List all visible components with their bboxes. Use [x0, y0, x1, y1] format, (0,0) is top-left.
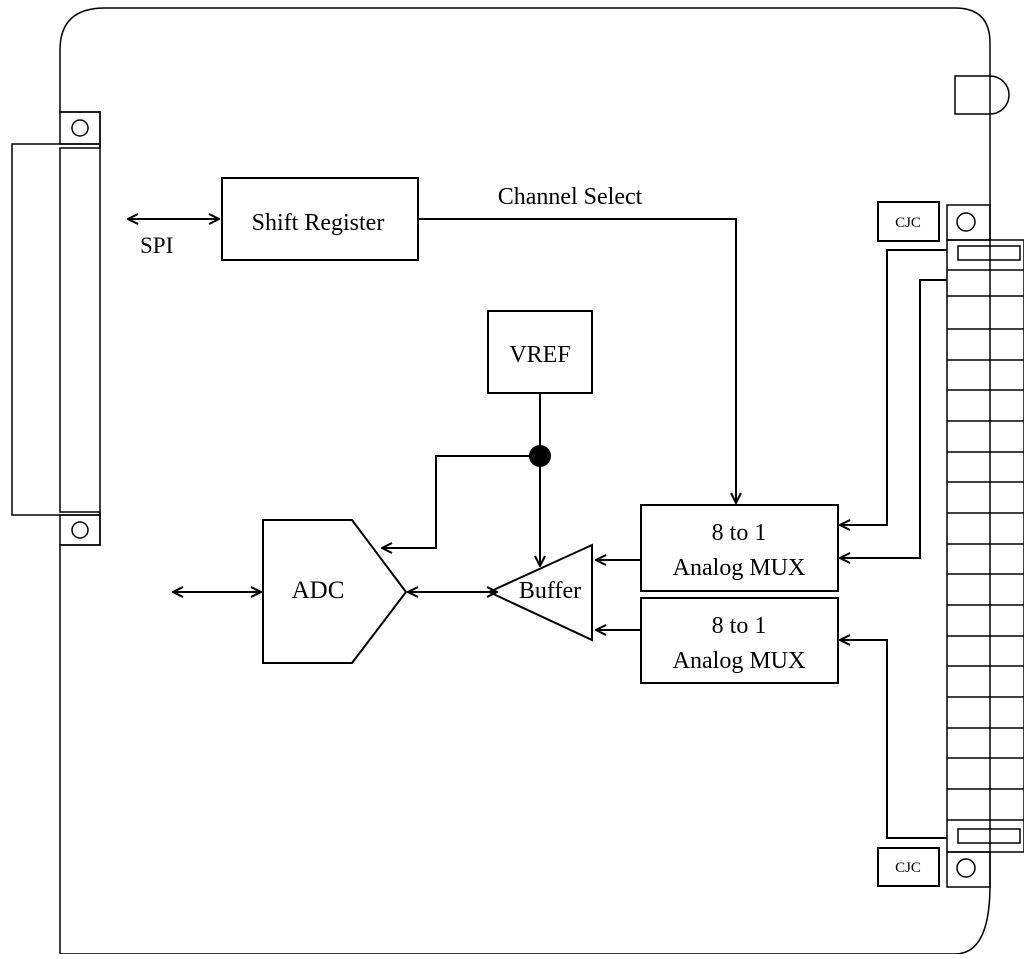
cjc-top-to-mux-1-line — [840, 249, 947, 525]
left-mount-hole-top — [71, 119, 89, 137]
buffer-triangle — [486, 543, 593, 642]
vref-box — [487, 310, 593, 394]
left-connector — [11, 143, 101, 516]
terminal-to-mux-1-line — [840, 279, 947, 558]
vref-label: VREF — [509, 342, 570, 368]
cjc-top-label: CJC — [895, 215, 921, 231]
left-mount-hole-bottom — [71, 521, 89, 539]
adc-label: ADC — [292, 577, 345, 604]
mux-1-label-line1: 8 to 1 — [712, 520, 767, 546]
right-mount-tab-top — [946, 204, 991, 241]
terminal-pins — [947, 295, 1024, 790]
terminal-block — [946, 239, 1024, 853]
cjc-bottom-box — [877, 847, 940, 887]
spi-label: SPI — [140, 233, 173, 258]
left-mount-tab-top — [59, 111, 101, 145]
right-mount-tab-bottom — [946, 851, 991, 888]
buffer-label: Buffer — [519, 578, 581, 604]
shift-register-box — [221, 177, 419, 261]
terminal-latch-top — [957, 245, 1021, 261]
cjc-bottom-label: CJC — [895, 860, 921, 876]
cjc-bottom-to-mux-2-line — [840, 640, 947, 839]
terminal-latch-bottom — [957, 828, 1021, 844]
shift-register-label: Shift Register — [252, 210, 385, 236]
led-indicator — [954, 75, 1010, 115]
adc-block — [262, 519, 408, 664]
mux-2-label-line1: 8 to 1 — [712, 613, 767, 639]
vref-to-adc-line — [382, 455, 540, 548]
mux-1-label-line2: Analog MUX — [673, 555, 806, 581]
mux-2-label-line2: Analog MUX — [673, 648, 806, 674]
board-outline — [59, 7, 991, 955]
left-mount-tab-bottom — [59, 514, 101, 546]
mux-1-box — [640, 504, 839, 592]
right-mount-hole-top — [956, 212, 976, 232]
mux-2-box — [640, 597, 839, 684]
channel-select-label: Channel Select — [498, 184, 643, 210]
cjc-top-box — [877, 201, 940, 242]
right-mount-hole-bottom — [956, 858, 976, 878]
channel-select-line — [418, 218, 736, 503]
